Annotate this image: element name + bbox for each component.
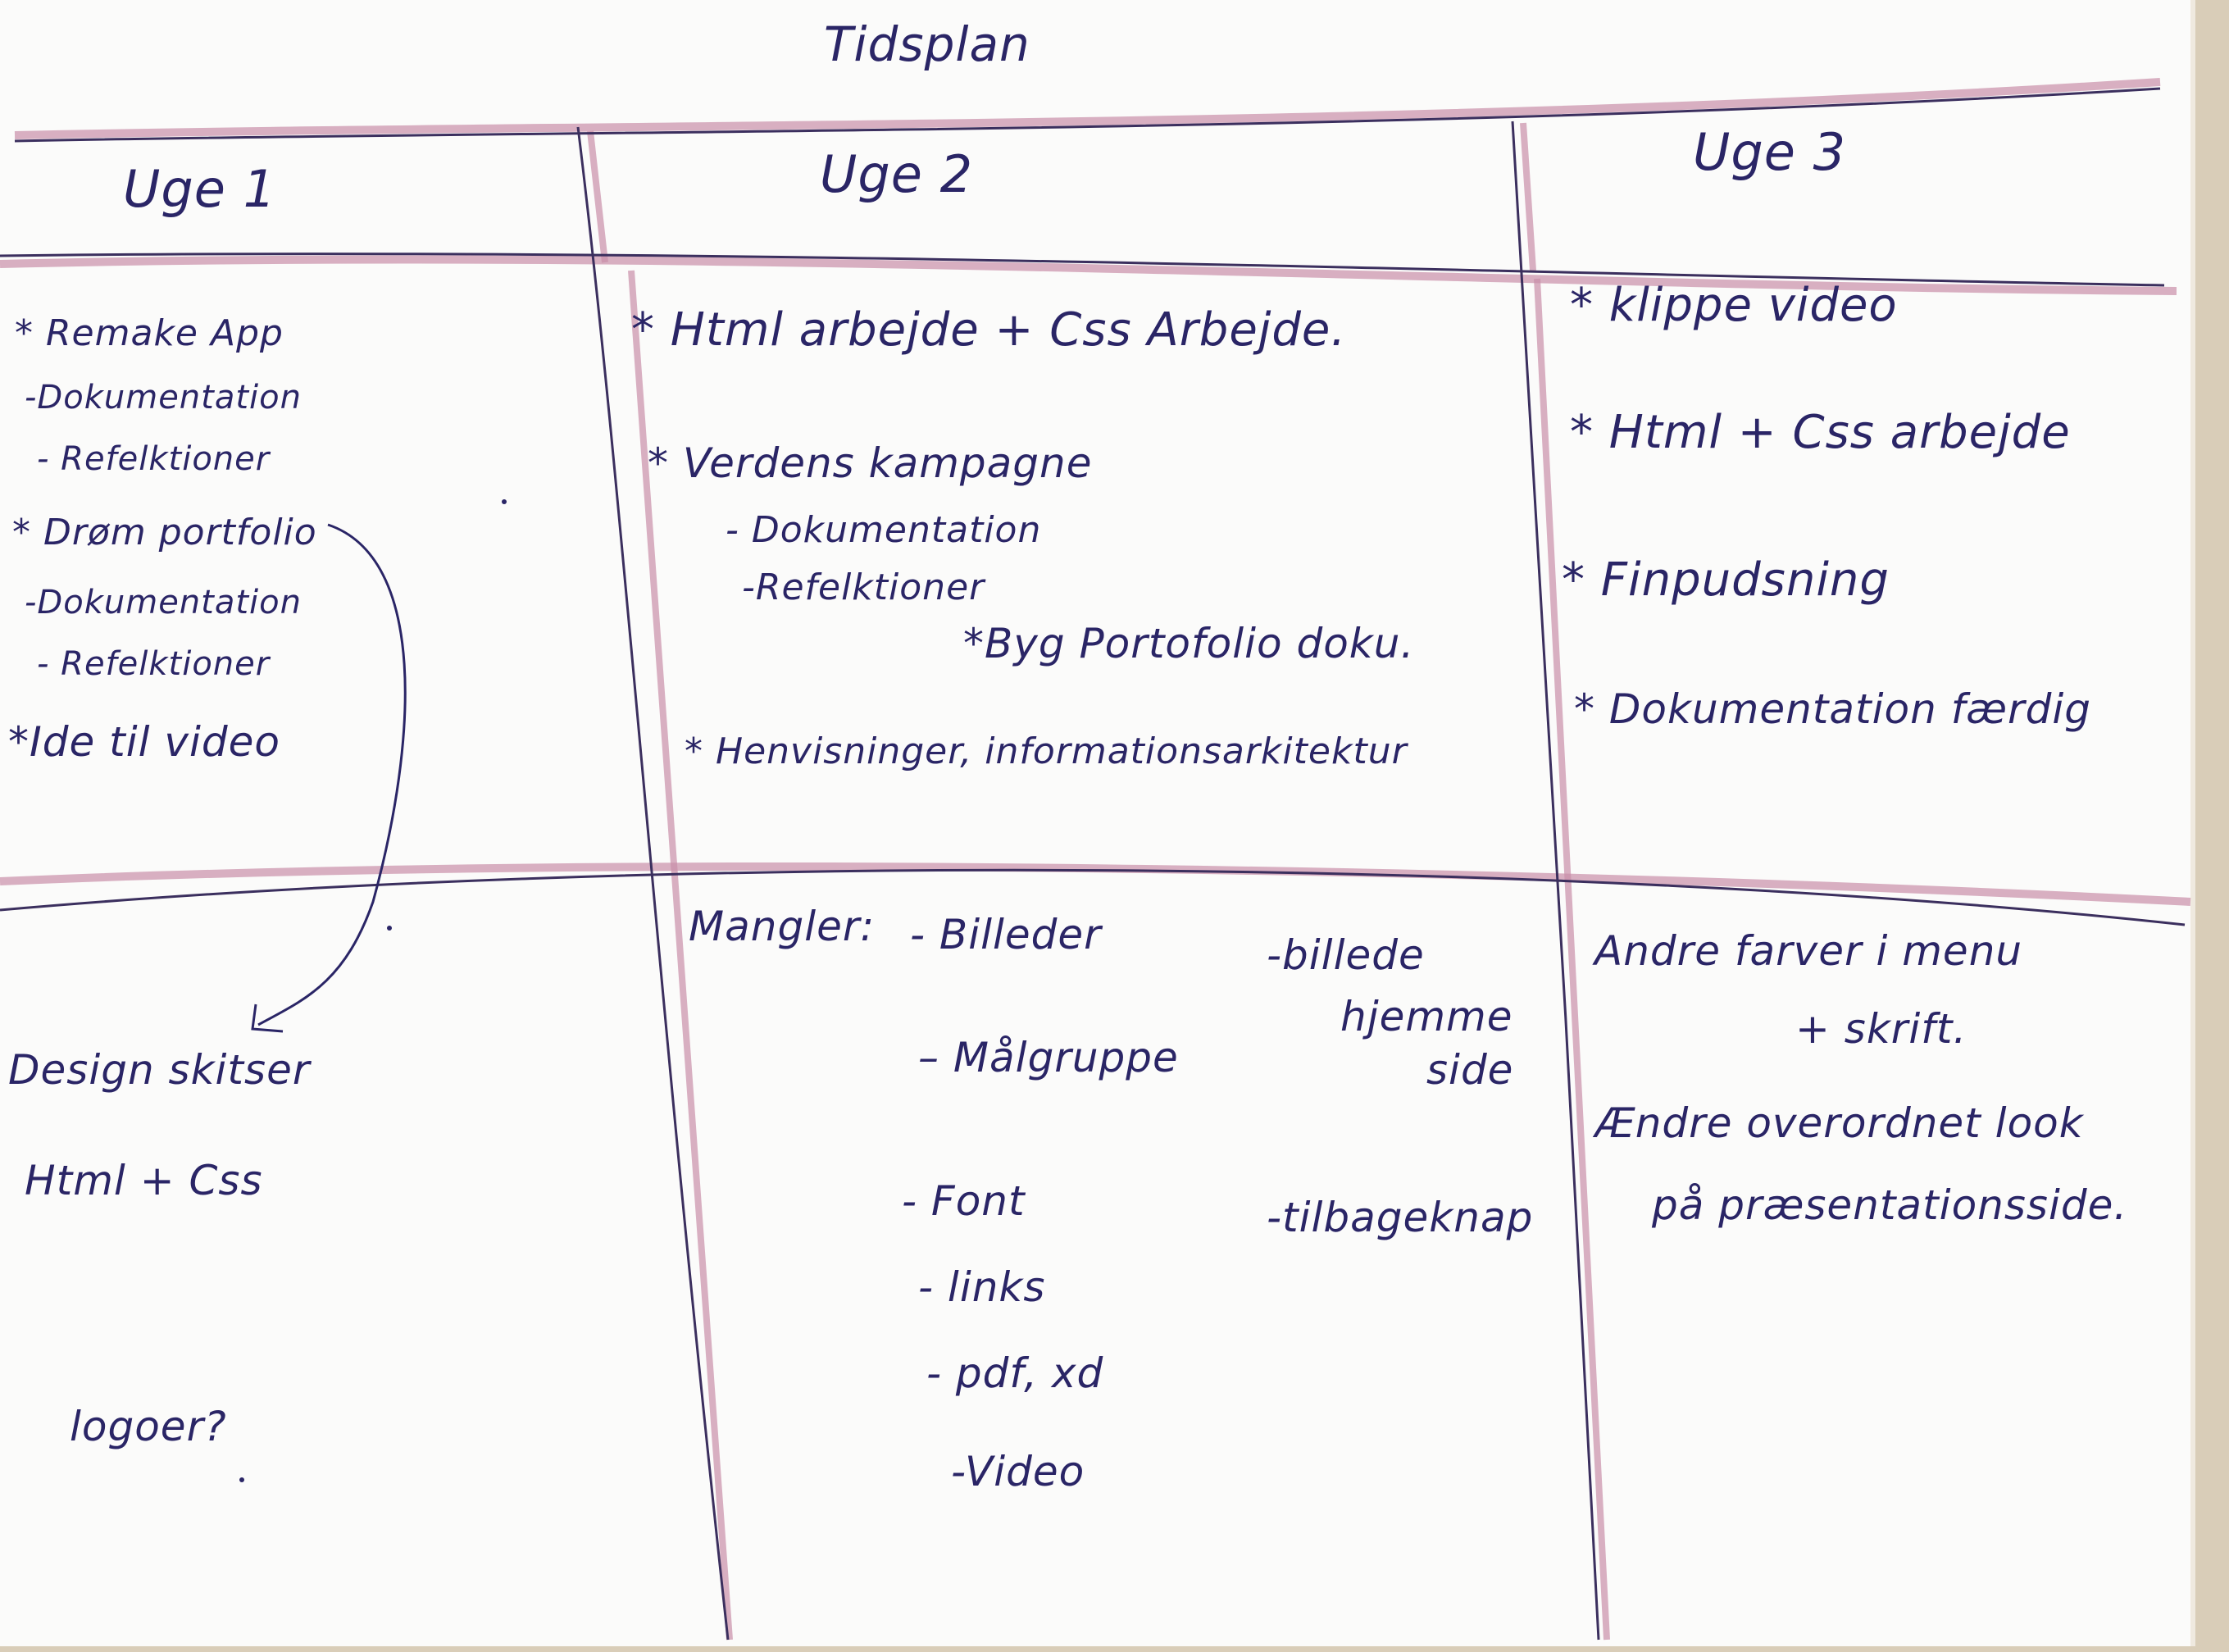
mangler-item: - links xyxy=(918,1263,1046,1311)
task-henvisninger: * Henvisninger, informationsarkitektur xyxy=(685,730,1408,772)
mangler-item: -billede xyxy=(1267,931,1425,979)
task-subitem: - Refelktioner xyxy=(37,645,271,683)
task-klippe-video: * klippe video xyxy=(1570,279,1898,332)
column-heading-uge-1: Uge 1 xyxy=(123,159,277,219)
mangler-item: hjemme xyxy=(1340,993,1513,1040)
ink-dot xyxy=(239,1477,244,1482)
mangler-item: -tilbageknap xyxy=(1267,1194,1534,1241)
task-subitem: -Dokumentation xyxy=(25,584,302,621)
note-html-css: Html + Css xyxy=(25,1157,263,1204)
divider-1-pink xyxy=(587,130,733,1641)
note-aendre-look: Ændre overordnet look xyxy=(1594,1099,2084,1147)
page-title: Tidsplan xyxy=(824,16,1030,72)
mangler-item: - pdf, xd xyxy=(926,1349,1104,1397)
header-top-line-pink xyxy=(14,78,2161,139)
column-heading-uge-3: Uge 3 xyxy=(1693,122,1847,182)
arrow-head-icon xyxy=(251,1003,284,1033)
task-subitem: - Refelktioner xyxy=(37,440,271,478)
task-subitem: -Refelktioner xyxy=(742,567,985,608)
paper-sheet xyxy=(0,0,2190,1646)
header-bottom-line xyxy=(0,253,2165,287)
task-ide-til-video: *Ide til video xyxy=(8,718,280,766)
arrow-curve xyxy=(257,523,407,1026)
task-subitem: -Dokumentation xyxy=(25,379,302,416)
mangler-item: – Målgruppe xyxy=(918,1034,1179,1081)
column-heading-uge-2: Uge 2 xyxy=(820,144,974,204)
note-skrift: + skrift. xyxy=(1795,1005,1967,1053)
mangler-label: Mangler: xyxy=(689,903,876,950)
ink-dot xyxy=(502,499,507,504)
task-html-css-arbejde-2: * Html + Css arbejde xyxy=(1570,406,2071,459)
mangler-item: -Video xyxy=(951,1448,1085,1495)
task-subitem: - Dokumentation xyxy=(726,509,1042,551)
task-html-css-arbejde: * Html arbejde + Css Arbejde. xyxy=(631,303,1347,357)
note-design-skitser: Design skitser xyxy=(8,1046,311,1094)
task-finpudsning: * Finpudsning xyxy=(1562,553,1890,607)
mangler-item: side xyxy=(1426,1046,1514,1094)
task-remake-app: * Remake App xyxy=(15,312,284,354)
task-drom-portfolio: * Drøm portfolio xyxy=(12,512,317,553)
middle-line-pink xyxy=(0,862,2191,906)
mangler-item: - Billeder xyxy=(910,911,1102,958)
ink-dot xyxy=(387,926,392,931)
task-dokumentation-faerdig: * Dokumentation færdig xyxy=(1574,685,2091,733)
column-divider-1 xyxy=(576,126,730,1641)
middle-line xyxy=(0,868,2186,926)
note-praesentationsside: på præsentationsside. xyxy=(1652,1181,2128,1229)
header-bottom-line-pink xyxy=(0,255,2177,295)
divider-2-pink xyxy=(1520,122,1610,1641)
note-andre-farver: Andre farver i menu xyxy=(1594,927,2023,975)
task-byg-portofolio-doku: *Byg Portofolio doku. xyxy=(963,620,1415,667)
task-verdens-kampagne: * Verdens kampagne xyxy=(648,439,1093,487)
note-logoer: logoer? xyxy=(70,1403,227,1450)
header-top-line xyxy=(14,87,2161,143)
column-divider-2 xyxy=(1511,121,1600,1641)
mangler-item: - Font xyxy=(902,1177,1026,1225)
